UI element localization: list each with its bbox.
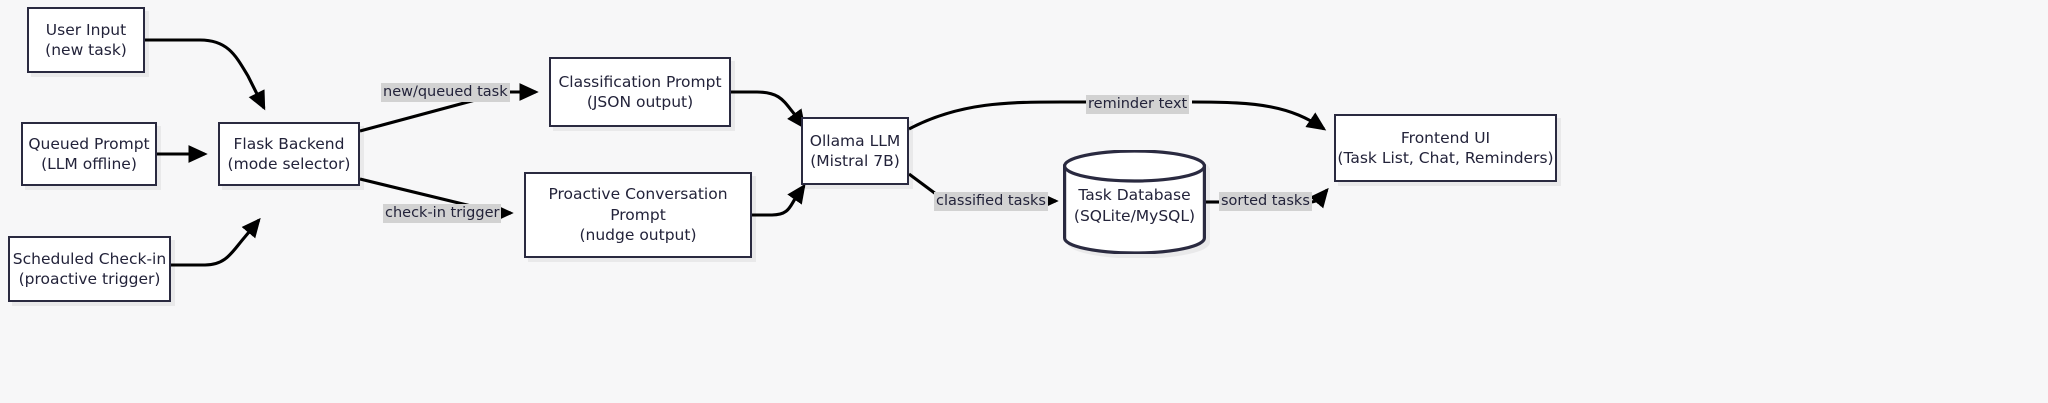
node-queued-prompt[interactable]: Queued Prompt (LLM offline) [21,122,157,186]
edge-user-to-flask [145,38,266,111]
edge-ollama-to-frontend [908,100,1086,131]
node-task-database-text: Task Database (SQLite/MySQL) [1063,150,1206,254]
node-scheduled-checkin-line2: (proactive trigger) [18,270,161,288]
edge-ollama-to-frontend-right [1191,100,1327,131]
edge-label-classified-tasks: classified tasks [934,192,1048,212]
edge-label-check-in-trigger: check-in trigger [383,204,502,224]
node-classification-prompt-line2: (JSON output) [586,93,694,111]
edge-label-sorted-tasks: sorted tasks [1219,192,1312,212]
edge-database-to-frontend-head [1309,187,1329,209]
node-proactive-prompt-line2: Prompt [610,205,666,224]
node-ollama-llm-line2: (Mistral 7B) [810,152,900,170]
node-task-database-line2: (SQLite/MySQL) [1073,206,1196,225]
edge-label-new-queued-task: new/queued task [381,83,510,103]
database-cylinder-icon [1063,150,1206,254]
edge-scheduled-to-flask [171,217,261,267]
edge-proactive-to-ollama [752,183,806,217]
node-queued-prompt-line2: (LLM offline) [41,155,137,173]
node-queued-prompt-line1: Queued Prompt [28,134,150,153]
node-task-database-line1: Task Database [1078,186,1191,205]
node-user-input-line1: User Input [45,20,127,39]
node-scheduled-checkin-line1: Scheduled Check-in [12,249,167,268]
node-flask-backend[interactable]: Flask Backend (mode selector) [218,122,360,186]
node-proactive-prompt-line1: Proactive Conversation [548,185,728,204]
node-task-database[interactable]: Task Database (SQLite/MySQL) [1063,150,1206,254]
edge-classification-to-ollama [731,90,806,130]
node-classification-prompt-line1: Classification Prompt [558,72,722,91]
node-proactive-prompt-line3: (nudge output) [579,226,697,245]
node-frontend-ui[interactable]: Frontend UI (Task List, Chat, Reminders) [1334,114,1557,182]
node-frontend-ui-line2: (Task List, Chat, Reminders) [1337,149,1554,167]
node-flask-backend-line2: (mode selector) [227,155,351,173]
node-user-input[interactable]: User Input (new task) [27,7,145,73]
node-classification-prompt[interactable]: Classification Prompt (JSON output) [549,57,731,127]
node-user-input-line2: (new task) [45,41,127,59]
node-scheduled-checkin[interactable]: Scheduled Check-in (proactive trigger) [8,236,171,302]
node-proactive-prompt[interactable]: Proactive Conversation Prompt (nudge out… [524,172,752,258]
node-ollama-llm-line1: Ollama LLM [809,131,901,150]
node-frontend-ui-line1: Frontend UI [1400,128,1491,147]
edge-label-reminder-text: reminder text [1086,95,1190,115]
node-flask-backend-line1: Flask Backend [233,134,345,153]
node-ollama-llm[interactable]: Ollama LLM (Mistral 7B) [801,117,909,185]
